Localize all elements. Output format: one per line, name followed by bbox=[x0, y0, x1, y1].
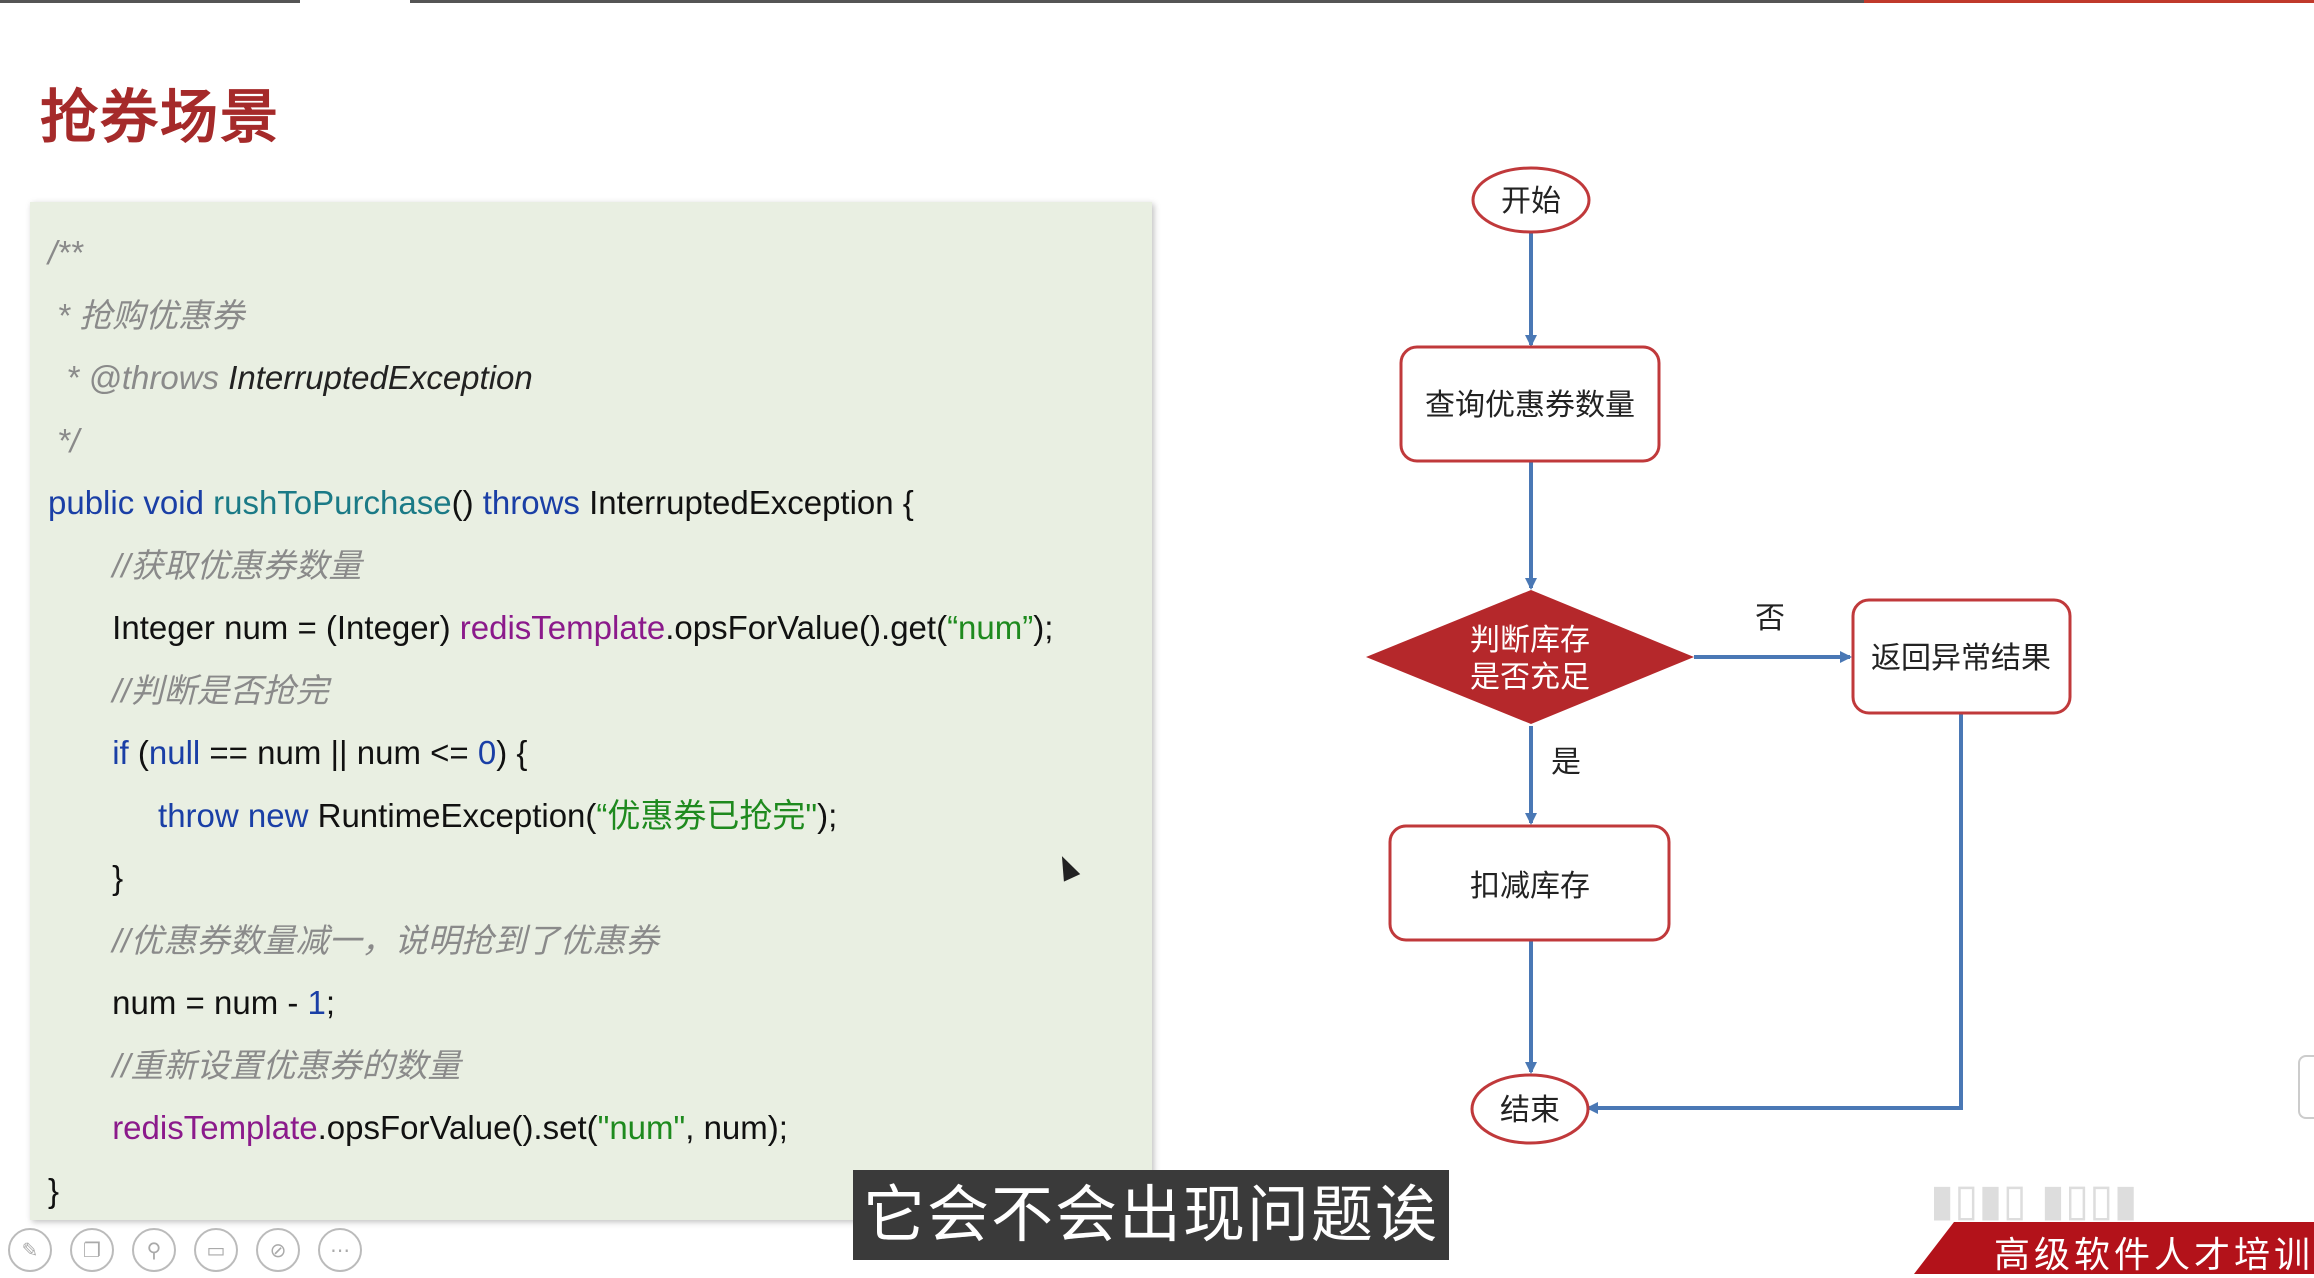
code-token: () bbox=[451, 484, 483, 521]
code-token: Integer num = (Integer) bbox=[48, 609, 460, 646]
code-line: /** bbox=[48, 222, 1053, 285]
more-icon[interactable]: ⋯ bbox=[318, 1228, 362, 1272]
code-panel: /** * 抢购优惠券 * @throws InterruptedExcepti… bbox=[30, 202, 1152, 1220]
copy-icon[interactable]: ❐ bbox=[70, 1228, 114, 1272]
code-token: ( bbox=[137, 734, 149, 771]
start-label: 开始 bbox=[1501, 184, 1561, 219]
code-token: 0 bbox=[477, 734, 497, 771]
code-line: * 抢购优惠券 bbox=[48, 285, 1053, 348]
video-subtitle: 它会不会出现问题诶 bbox=[853, 1170, 1449, 1260]
side-handle[interactable] bbox=[2298, 1055, 2314, 1119]
deduct-label: 扣减库存 bbox=[1470, 869, 1590, 904]
code-line: //判断是否抢完 bbox=[48, 660, 1053, 723]
zoom-icon[interactable]: ⚲ bbox=[132, 1228, 176, 1272]
yes-label: 是 bbox=[1551, 745, 1581, 780]
flow-arrows bbox=[1525, 232, 1963, 1114]
start-node bbox=[1471, 166, 1591, 234]
code-token: //重新设置优惠券的数量 bbox=[112, 1046, 461, 1084]
decision-node bbox=[1366, 590, 1694, 724]
decision-label-line1: 判断库存 bbox=[1470, 623, 1590, 658]
code-line: num = num - 1; bbox=[48, 972, 1053, 1035]
code-line: throw new RuntimeException(“优惠券已抢完"); bbox=[48, 785, 1053, 848]
arrow-error-to-end bbox=[1586, 714, 1963, 1114]
code-token: //判断是否抢完 bbox=[112, 671, 329, 709]
code-token: "num" bbox=[597, 1109, 686, 1146]
code-token: , num); bbox=[685, 1109, 788, 1146]
code-token: .opsForValue().set( bbox=[317, 1109, 598, 1146]
code-token: throws bbox=[482, 484, 590, 521]
code-token: == num || num <= bbox=[200, 734, 478, 771]
subtitle-icon[interactable]: ▭ bbox=[194, 1228, 238, 1272]
error-label: 返回异常结果 bbox=[1871, 641, 2051, 676]
no-label: 否 bbox=[1755, 601, 1785, 636]
code-token: RuntimeException( bbox=[317, 796, 597, 834]
code-line: redisTemplate.opsForValue().set("num", n… bbox=[48, 1097, 1053, 1160]
code-token: ); bbox=[817, 796, 838, 834]
code-token: ); bbox=[1033, 609, 1054, 646]
code-token: .opsForValue().get( bbox=[665, 609, 948, 646]
decision-label-line2: 是否充足 bbox=[1470, 660, 1590, 695]
code-token: if bbox=[112, 734, 138, 771]
code-token: throw new bbox=[158, 796, 318, 834]
player-toolbar: ✎ ❐ ⚲ ▭ ⊘ ⋯ bbox=[8, 1228, 362, 1272]
deduct-node bbox=[1388, 824, 1671, 942]
code-line: if (null == num || num <= 0) { bbox=[48, 722, 1053, 785]
slide-title: 抢券场景 bbox=[40, 83, 281, 151]
watermark-logo: ▮▯▮▯ ▮▯▯▮ bbox=[1930, 1175, 2138, 1226]
query-node bbox=[1399, 345, 1661, 463]
code-line: //重新设置优惠券的数量 bbox=[48, 1035, 1053, 1098]
code-token: “num” bbox=[947, 609, 1034, 646]
end-label: 结束 bbox=[1500, 1093, 1560, 1128]
no-image-icon[interactable]: ⊘ bbox=[256, 1228, 300, 1272]
code-token: ) { bbox=[496, 734, 528, 771]
code-block: /** * 抢购优惠券 * @throws InterruptedExcepti… bbox=[48, 222, 1053, 1222]
code-token: */ bbox=[48, 421, 80, 459]
query-label: 查询优惠券数量 bbox=[1425, 388, 1635, 423]
code-token: num = num - bbox=[48, 984, 308, 1021]
code-token: public void bbox=[48, 484, 214, 521]
code-token: //获取优惠券数量 bbox=[112, 546, 362, 584]
brand-text: 高级软件人才培训 bbox=[1993, 1235, 2314, 1276]
code-token: redisTemplate bbox=[459, 609, 666, 646]
code-token: “优惠券已抢完" bbox=[596, 796, 818, 834]
code-token: null bbox=[148, 734, 201, 771]
code-token: InterruptedException bbox=[228, 359, 533, 396]
code-token: } bbox=[48, 1171, 60, 1209]
code-line: * @throws InterruptedException bbox=[48, 347, 1053, 410]
end-node bbox=[1470, 1073, 1590, 1145]
code-line: */ bbox=[48, 410, 1053, 473]
code-token: rushToPurchase bbox=[213, 484, 452, 521]
code-token: //优惠券数量减一，说明抢到了优惠券 bbox=[112, 921, 659, 959]
code-token: /** bbox=[48, 234, 83, 271]
code-token: ; bbox=[325, 984, 336, 1021]
code-token: redisTemplate bbox=[112, 1109, 318, 1146]
code-line: public void rushToPurchase() throws Inte… bbox=[48, 472, 1053, 535]
code-token: * @throws bbox=[48, 359, 229, 396]
brand-banner: 高级软件人才培训 bbox=[1894, 1222, 2314, 1276]
code-line: //优惠券数量减一，说明抢到了优惠券 bbox=[48, 910, 1053, 973]
code-line: } bbox=[48, 1160, 1053, 1223]
code-token: * 抢购优惠券 bbox=[48, 296, 245, 334]
code-line: Integer num = (Integer) redisTemplate.op… bbox=[48, 597, 1053, 660]
code-token: } bbox=[48, 859, 124, 896]
code-line: } bbox=[48, 847, 1053, 910]
code-token: InterruptedException { bbox=[589, 484, 914, 521]
pen-icon[interactable]: ✎ bbox=[8, 1228, 52, 1272]
error-node bbox=[1851, 598, 2072, 715]
top-progress-bar bbox=[0, 0, 2314, 3]
code-line: //获取优惠券数量 bbox=[48, 535, 1053, 598]
code-token: 1 bbox=[307, 984, 326, 1021]
